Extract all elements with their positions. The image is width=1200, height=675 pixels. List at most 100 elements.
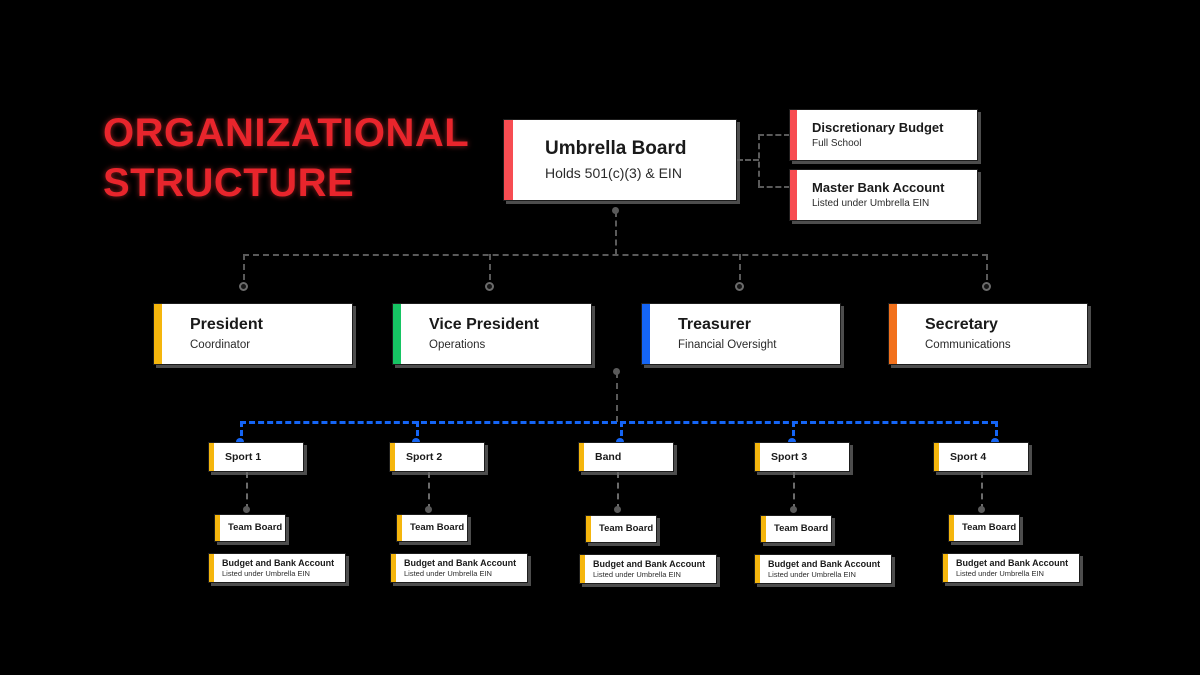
accent-bar	[755, 443, 760, 471]
connector-node-team-board-5	[978, 506, 985, 513]
connector-side-to-discretionary	[758, 134, 790, 136]
node-sport-1[interactable]: Sport 1	[208, 442, 304, 472]
connector-side-to-master-bank	[758, 186, 790, 188]
node-budget-sport-1[interactable]: Budget and Bank Account Listed under Umb…	[208, 553, 346, 583]
node-title: Team Board	[410, 522, 465, 533]
node-title: Budget and Bank Account	[593, 558, 706, 569]
node-subtitle: Listed under Umbrella EIN	[404, 568, 492, 578]
node-subtitle: Listed under Umbrella EIN	[222, 568, 310, 578]
node-subtitle: Listed under Umbrella EIN	[768, 569, 856, 579]
node-discretionary-budget[interactable]: Discretionary Budget Full School	[789, 109, 978, 161]
accent-bar	[790, 110, 797, 160]
node-title: Discretionary Budget	[812, 119, 944, 135]
connector-drop-band	[620, 421, 623, 445]
connector-node-team-board-3	[614, 506, 621, 513]
connector-sport-4-to-team-board	[981, 472, 983, 510]
node-team-board-sport-4[interactable]: Team Board	[948, 514, 1020, 542]
connector-node-team-board-2	[425, 506, 432, 513]
connector-drop-sport-1	[240, 421, 243, 445]
accent-bar	[579, 443, 584, 471]
connector-node-secretary	[982, 282, 991, 291]
accent-bar	[934, 443, 939, 471]
node-budget-sport-4[interactable]: Budget and Bank Account Listed under Umb…	[942, 553, 1080, 583]
node-master-bank-account[interactable]: Master Bank Account Listed under Umbrell…	[789, 169, 978, 221]
connector-drop-sport-2	[416, 421, 419, 445]
connector-node-root-down	[612, 207, 619, 214]
connector-node-vice-president	[485, 282, 494, 291]
node-subtitle: Listed under Umbrella EIN	[812, 197, 930, 209]
node-budget-sport-3[interactable]: Budget and Bank Account Listed under Umb…	[754, 554, 892, 584]
connector-sport-3-to-team-board	[793, 472, 795, 510]
node-title: Umbrella Board	[545, 138, 687, 159]
node-band[interactable]: Band	[578, 442, 674, 472]
connector-officer-bus	[243, 254, 988, 256]
connector-side-bracket-vertical	[758, 134, 760, 186]
accent-bar	[390, 443, 395, 471]
node-team-board-sport-1[interactable]: Team Board	[214, 514, 286, 542]
accent-bar	[790, 170, 797, 220]
node-title: Budget and Bank Account	[404, 557, 517, 568]
accent-bar	[949, 515, 954, 541]
connector-drop-vice-president	[489, 254, 491, 290]
node-treasurer[interactable]: Treasurer Financial Oversight	[641, 303, 841, 365]
accent-bar	[209, 443, 214, 471]
connector-drop-treasurer	[739, 254, 741, 290]
accent-bar	[215, 515, 220, 541]
connector-sport-1-to-team-board	[246, 472, 248, 510]
node-budget-sport-2[interactable]: Budget and Bank Account Listed under Umb…	[390, 553, 528, 583]
node-title: Sport 2	[406, 450, 443, 463]
node-president[interactable]: President Coordinator	[153, 303, 353, 365]
node-umbrella-board[interactable]: Umbrella Board Holds 501(c)(3) & EIN	[503, 119, 737, 201]
node-title: Team Board	[228, 522, 283, 533]
node-team-board-band[interactable]: Team Board	[585, 515, 657, 543]
node-subtitle: Operations	[429, 339, 486, 351]
node-budget-band[interactable]: Budget and Bank Account Listed under Umb…	[579, 554, 717, 584]
node-title: Team Board	[774, 523, 829, 534]
accent-bar	[889, 304, 897, 364]
node-sport-2[interactable]: Sport 2	[389, 442, 485, 472]
node-sport-3[interactable]: Sport 3	[754, 442, 850, 472]
node-title: Budget and Bank Account	[222, 557, 335, 568]
connector-program-bus	[240, 421, 997, 424]
accent-bar	[391, 554, 396, 582]
accent-bar	[504, 120, 513, 200]
node-title: President	[190, 316, 263, 333]
connector-drop-sport-3	[792, 421, 795, 445]
node-team-board-sport-2[interactable]: Team Board	[396, 514, 468, 542]
accent-bar	[761, 516, 766, 542]
accent-bar	[755, 555, 760, 583]
node-team-board-sport-3[interactable]: Team Board	[760, 515, 832, 543]
accent-bar	[580, 555, 585, 583]
node-title: Sport 4	[950, 450, 987, 463]
connector-treasurer-to-program-bus	[616, 372, 618, 422]
node-title: Team Board	[962, 522, 1017, 533]
connector-node-president	[239, 282, 248, 291]
connector-node-team-board-4	[790, 506, 797, 513]
accent-bar	[209, 554, 214, 582]
node-secretary[interactable]: Secretary Communications	[888, 303, 1088, 365]
accent-bar	[393, 304, 401, 364]
connector-node-team-board-1	[243, 506, 250, 513]
accent-bar	[642, 304, 650, 364]
node-title: Band	[595, 450, 622, 463]
node-subtitle: Listed under Umbrella EIN	[593, 569, 681, 579]
node-title: Master Bank Account	[812, 179, 945, 195]
node-title: Sport 3	[771, 450, 808, 463]
node-subtitle: Listed under Umbrella EIN	[956, 568, 1044, 578]
page-title: ORGANIZATIONAL STRUCTURE	[103, 108, 523, 208]
node-title: Treasurer	[678, 316, 751, 333]
connector-band-to-team-board	[617, 472, 619, 510]
node-vice-president[interactable]: Vice President Operations	[392, 303, 592, 365]
connector-node-treasurer	[735, 282, 744, 291]
connector-sport-2-to-team-board	[428, 472, 430, 510]
node-subtitle: Coordinator	[190, 339, 251, 351]
connector-drop-sport-4	[995, 421, 998, 445]
node-sport-4[interactable]: Sport 4	[933, 442, 1029, 472]
node-title: Budget and Bank Account	[768, 558, 881, 569]
node-title: Budget and Bank Account	[956, 557, 1069, 568]
node-title: Secretary	[925, 316, 998, 333]
connector-drop-president	[243, 254, 245, 290]
accent-bar	[154, 304, 162, 364]
connector-root-to-side-stem	[737, 159, 759, 161]
